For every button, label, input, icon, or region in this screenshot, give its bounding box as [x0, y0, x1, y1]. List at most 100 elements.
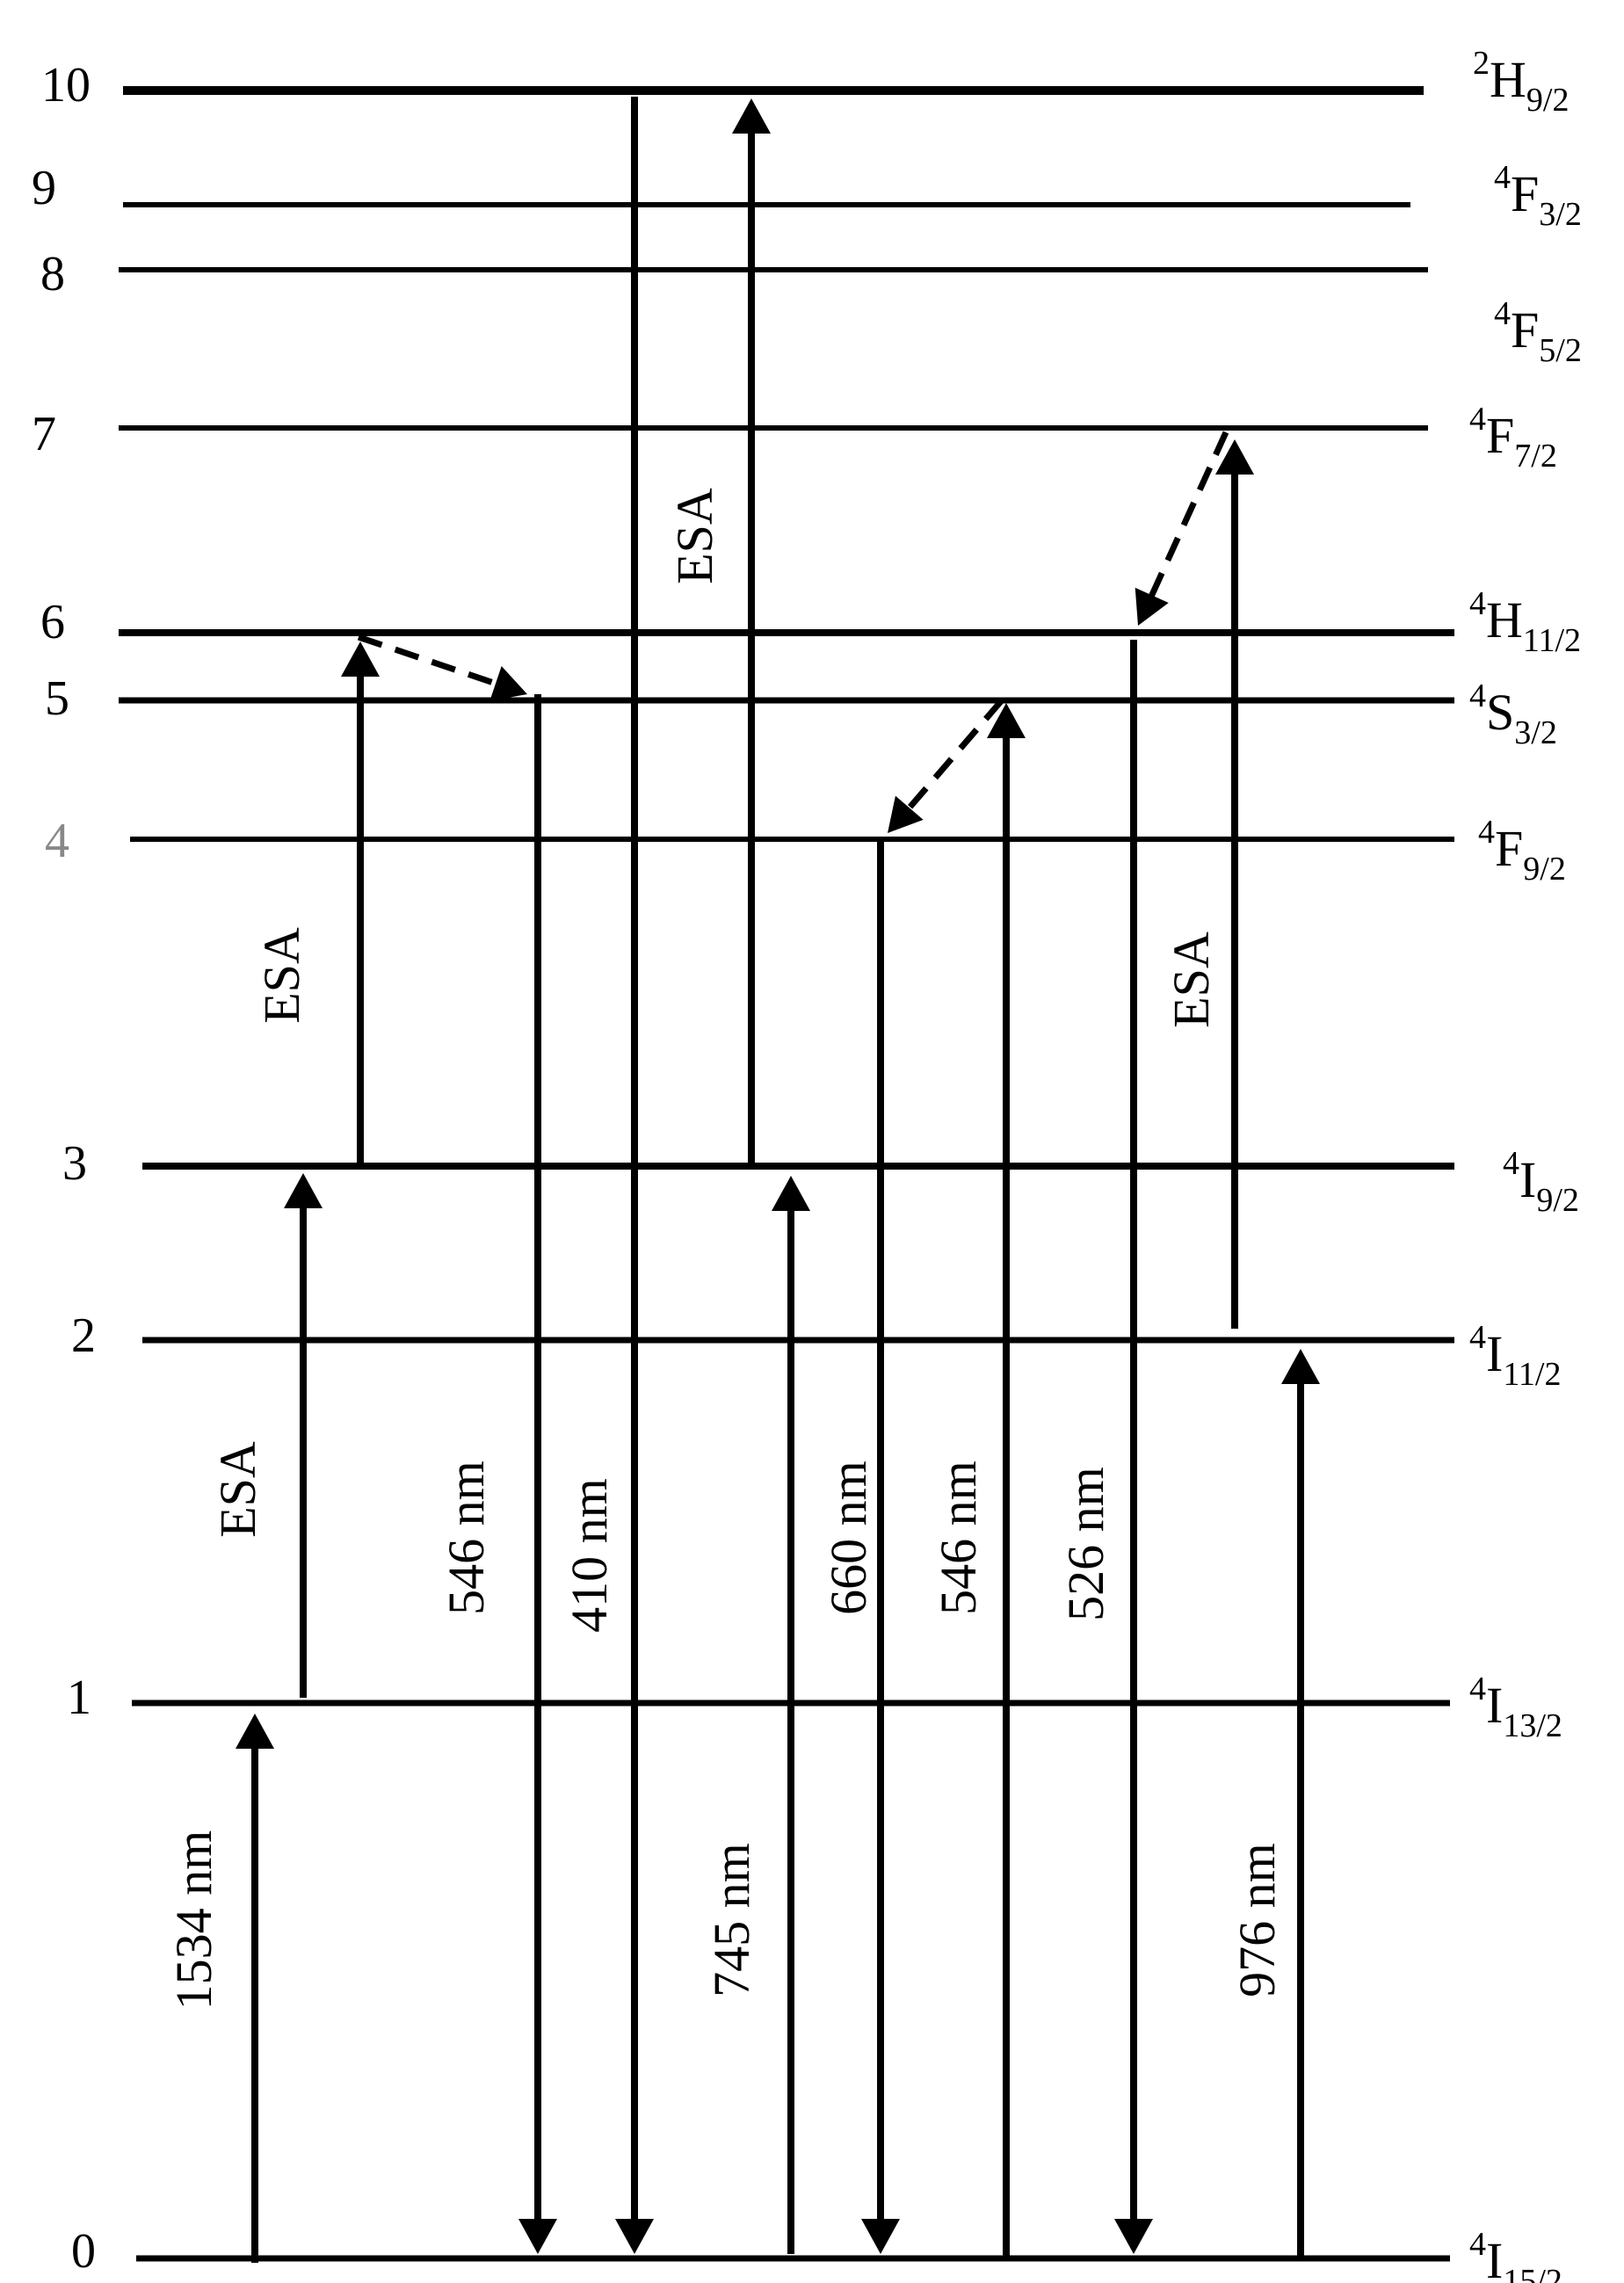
- level-number: 6: [40, 595, 65, 649]
- term-multiplicity: 2: [1473, 45, 1490, 82]
- energy-level-5: 5 4S3/2: [45, 671, 1557, 751]
- term-symbol: 4H11/2: [1469, 585, 1581, 659]
- term-letter: H: [1490, 51, 1526, 108]
- term-j: 9/2: [1523, 851, 1566, 888]
- transition-410-nm-10-to-0: 410 nm: [561, 97, 654, 2254]
- term-letter: I: [1486, 2232, 1503, 2283]
- level-number: 8: [40, 247, 65, 301]
- transition-esa-1-to-3: ESA: [209, 1173, 323, 1698]
- transition-label: ESA: [666, 488, 723, 584]
- level-number: 3: [62, 1136, 87, 1191]
- term-symbol: 4F7/2: [1469, 401, 1557, 475]
- transition-label: 660 nm: [820, 1460, 877, 1615]
- transition-relaxation-6-to-5: [357, 634, 527, 701]
- term-symbol: 4I13/2: [1469, 1671, 1562, 1744]
- term-symbol: 4S3/2: [1469, 678, 1557, 751]
- term-multiplicity: 4: [1469, 1671, 1486, 1707]
- arrowhead: [861, 2219, 900, 2254]
- transition-label: 546 nm: [438, 1460, 495, 1615]
- level-number: 5: [45, 671, 69, 726]
- term-j: 3/2: [1539, 196, 1582, 233]
- transition-660-nm-4-to-0: 660 nm: [820, 839, 900, 2254]
- term-multiplicity: 4: [1469, 1319, 1486, 1356]
- term-multiplicity: 4: [1469, 678, 1486, 714]
- transition-label: ESA: [253, 927, 310, 1024]
- transition-esa-3-to-6: ESA: [253, 641, 380, 1164]
- energy-level-9: 9 4F3/2: [32, 159, 1582, 233]
- term-letter: S: [1486, 684, 1514, 741]
- term-j: 11/2: [1503, 1356, 1561, 1393]
- level-number: 4: [45, 814, 69, 868]
- term-symbol: 4F5/2: [1494, 295, 1582, 369]
- term-multiplicity: 4: [1494, 295, 1511, 332]
- transition-label: 745 nm: [703, 1843, 760, 1997]
- transition-label: ESA: [1163, 931, 1220, 1028]
- energy-level-0: 0 4I15/2: [71, 2224, 1562, 2283]
- transition-label: 976 nm: [1229, 1843, 1286, 1997]
- term-symbol: 4F9/2: [1478, 814, 1566, 888]
- term-multiplicity: 4: [1469, 585, 1486, 622]
- term-symbol: 4I9/2: [1503, 1145, 1579, 1219]
- dashed-arrow-shaft: [1146, 431, 1229, 603]
- level-number: 7: [32, 407, 56, 461]
- arrowhead: [772, 1176, 810, 1211]
- term-multiplicity: 4: [1478, 814, 1495, 851]
- transition-relaxation-5-to-4: [888, 698, 1004, 833]
- term-letter: I: [1486, 1325, 1503, 1382]
- term-j: 13/2: [1503, 1707, 1562, 1744]
- term-letter: F: [1511, 165, 1539, 222]
- transition-745-nm-0-to-3: 745 nm: [703, 1176, 810, 2254]
- term-multiplicity: 4: [1469, 401, 1486, 438]
- arrowhead: [1114, 2219, 1153, 2254]
- arrowhead: [518, 2219, 557, 2254]
- term-j: 9/2: [1526, 82, 1570, 119]
- term-letter: I: [1519, 1151, 1536, 1208]
- term-multiplicity: 4: [1503, 1145, 1519, 1182]
- level-number: 0: [71, 2224, 96, 2279]
- term-multiplicity: 4: [1494, 159, 1511, 196]
- term-letter: F: [1495, 820, 1523, 877]
- transition-label: ESA: [209, 1441, 266, 1538]
- term-letter: H: [1486, 591, 1523, 649]
- level-number: 9: [32, 161, 56, 215]
- transition-label: 546 nm: [930, 1460, 987, 1615]
- level-number: 1: [67, 1671, 91, 1725]
- energy-level-6: 6 4H11/2: [40, 585, 1581, 659]
- transition-relaxation-7-to-6: [1135, 431, 1229, 626]
- arrowhead: [236, 1714, 274, 1749]
- energy-level-1: 1 4I13/2: [67, 1671, 1562, 1744]
- term-symbol: 4F3/2: [1494, 159, 1582, 233]
- transition-526-nm-6-to-0: 526 nm: [1057, 640, 1153, 2254]
- arrowhead: [732, 98, 771, 134]
- term-j: 11/2: [1523, 622, 1581, 659]
- term-j: 15/2: [1503, 2263, 1562, 2283]
- term-letter: F: [1511, 301, 1539, 359]
- term-symbol: 4I11/2: [1469, 1319, 1561, 1393]
- term-symbol: 2H9/2: [1473, 45, 1569, 119]
- arrowhead: [888, 795, 924, 833]
- transition-esa-3-to-10: ESA: [666, 98, 771, 1163]
- arrowhead: [284, 1173, 323, 1208]
- level-number: 2: [71, 1308, 96, 1363]
- term-multiplicity: 4: [1469, 2226, 1486, 2263]
- transition-label: 526 nm: [1057, 1467, 1114, 1621]
- arrowhead: [489, 666, 527, 701]
- arrowhead: [341, 641, 380, 677]
- term-j: 3/2: [1514, 714, 1557, 751]
- term-symbol: 4I15/2: [1469, 2226, 1562, 2283]
- term-j: 7/2: [1514, 438, 1557, 475]
- transition-546-nm-5-to-0: 546 nm: [438, 694, 557, 2254]
- energy-level-2: 2 4I11/2: [71, 1308, 1561, 1393]
- term-letter: F: [1486, 407, 1514, 464]
- transition-976-nm-0-to-2: 976 nm: [1229, 1349, 1320, 2258]
- term-letter: I: [1486, 1677, 1503, 1734]
- term-j: 9/2: [1536, 1182, 1579, 1219]
- transition-546-nm-0-to-5: 546 nm: [930, 703, 1026, 2258]
- arrowhead: [987, 703, 1026, 738]
- dashed-arrow-shaft: [903, 698, 1004, 815]
- transition-esa-2-to-7: ESA: [1163, 439, 1254, 1329]
- energy-level-7: 7 4F7/2: [32, 401, 1557, 475]
